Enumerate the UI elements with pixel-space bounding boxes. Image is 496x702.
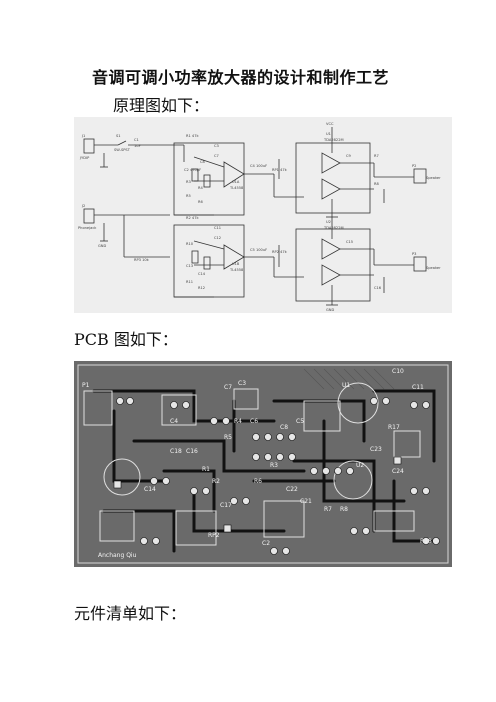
pcb-label: R1 [202,466,210,473]
pcb-label: C17 [220,502,232,509]
sch-label: U2 [326,220,331,224]
sch-label: P3 [412,252,416,256]
pcb-label: C6 [250,418,258,425]
pcb-layout: P1 C10 C11 C8 C3 C7 R4 C6 R5 C5 C22 C21 … [77,364,449,564]
pcb-label: C4 [170,418,178,425]
sch-label: R10 [186,242,194,246]
sch-label: C7 [214,154,219,158]
sch-label: C8 [200,160,206,164]
sch-label: C16 [374,286,382,290]
sch-label: R12 [198,286,205,290]
sch-label: P2 [412,164,416,168]
sch-label: U1A [232,180,240,184]
sch-label: TDA2822M [323,138,344,142]
sch-label: Speaker [426,176,441,180]
sch-label: R8 [374,182,379,186]
pcb-label: R2 [212,478,220,485]
pcb-label: C16 [186,448,198,455]
pcb-label: Anchang Qiu [98,552,137,559]
sch-label: U1B [232,262,240,266]
sch-label: JYDIP [79,156,90,160]
sch-label: Speaker [426,266,441,270]
sch-label: RP3 10k [134,258,150,262]
pcb-heading: PCB 图如下： [74,330,178,349]
pcb-label: R4 [234,418,242,425]
page-title: 音调可调小功率放大器的设计和制作工艺 [92,68,390,87]
pcb-labels: P1 C10 C11 C8 C3 C7 R4 C6 R5 C5 C22 C21 … [82,368,432,559]
sch-label: RP2 47k [272,250,288,254]
pcb-label: U1 [342,382,350,389]
sch-label: J2 [81,204,85,208]
sch-label: J1 [81,134,85,138]
schematic-diagram: J1 JYDIP S1 SW-SPST C1 1uF R1 47k R2 47k… [78,122,441,312]
pcb-label: C3 [238,380,246,387]
sch-label: C14 [198,272,206,276]
pcb-label: R8 [340,506,348,513]
sch-label: TL4558 [229,268,244,272]
pcb-label: C14 [144,486,156,493]
sch-label: C11 [214,226,221,230]
pcb-label: R18 [420,538,432,545]
sch-label: R6 [198,200,203,204]
pcb-label: C2 [262,540,270,547]
sch-label: C9 [346,154,352,158]
bom-heading: 元件清单如下： [74,604,187,623]
pcb-figure: P1 C10 C11 C8 C3 C7 R4 C6 R5 C5 C22 C21 … [74,361,452,567]
sch-label: R3 [186,180,191,184]
sch-label: C1 [134,138,139,142]
schematic-heading: 原理图如下： [113,96,210,115]
pcb-label: C11 [412,384,424,391]
sch-label: GND [98,244,106,248]
sch-label: R5 [186,194,191,198]
pcb-label: U2 [356,462,364,469]
pcb-label: R6 [254,478,262,485]
sch-label: R1 47k [186,134,199,138]
sch-label: U1 [326,132,331,136]
sch-label: C3 [214,144,219,148]
pcb-label: R5 [224,434,232,441]
pcb-label: C10 [392,368,404,375]
schematic-labels: J1 JYDIP S1 SW-SPST C1 1uF R1 47k R2 47k… [78,122,441,312]
sch-label: C15 [346,240,353,244]
sch-label: S1 [116,134,121,138]
sch-label: GND [326,308,334,312]
pcb-label: RP2 [208,532,220,539]
sch-label: Phonejack [78,226,97,230]
pcb-label: C22 [286,486,298,493]
sch-label: RP1 47k [272,168,288,172]
sch-label: TL4558 [229,186,244,190]
sch-label: C2 470pF [184,168,201,172]
schematic-figure: J1 JYDIP S1 SW-SPST C1 1uF R1 47k R2 47k… [74,117,452,313]
sch-label: C5 100uF [250,248,267,252]
sch-label: TDA2822M [323,226,344,230]
pcb-label: R7 [324,506,332,513]
sch-label: SW-SPST [114,148,131,152]
sch-label: VCC [326,122,334,126]
sch-label: R4 [198,186,203,190]
sch-label: C12 [214,236,221,240]
sch-label: C4 100uF [250,164,267,168]
pcb-label: R17 [388,424,400,431]
pcb-label: C7 [224,384,232,391]
pcb-label: C18 [170,448,182,455]
sch-label: 1uF [134,144,141,148]
pcb-label: R3 [270,462,278,469]
pcb-label: C24 [392,468,404,475]
sch-label: R7 [374,154,379,158]
pcb-label: C5 [296,418,304,425]
pcb-label: C21 [300,498,312,505]
pcb-label: C8 [280,424,288,431]
sch-label: R11 [186,280,193,284]
pcb-label: C23 [370,446,382,453]
sch-label: C13 [186,264,193,268]
sch-label: R2 47k [186,216,199,220]
pcb-label: P1 [82,382,90,389]
